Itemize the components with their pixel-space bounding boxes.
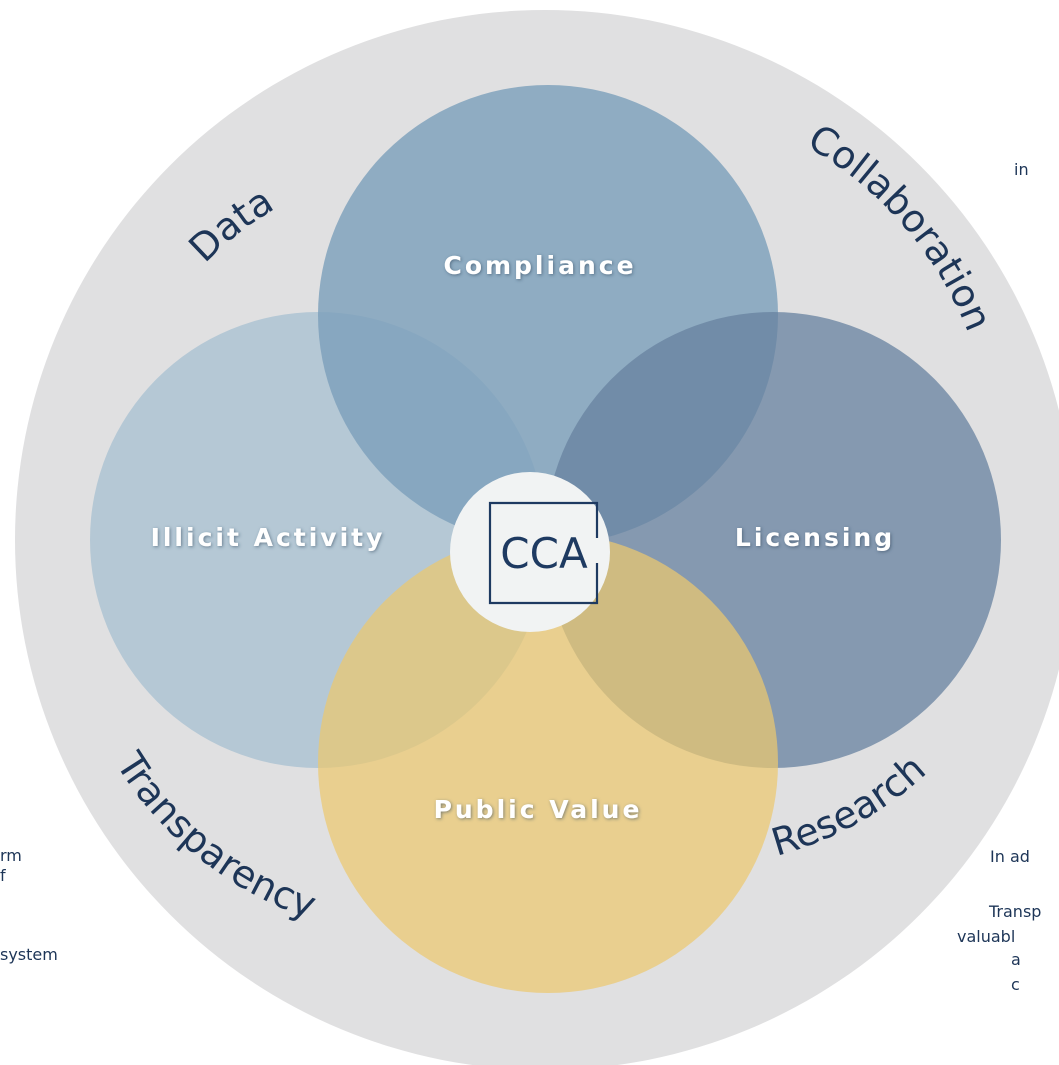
edge-text-fragment: in (1014, 160, 1029, 179)
logo-text: CCA (500, 529, 588, 578)
edge-text-fragment: rm (0, 846, 22, 865)
edge-text-fragment: c (1011, 975, 1020, 994)
public-value-label: Public Value (434, 795, 643, 824)
licensing-label: Licensing (735, 523, 895, 552)
edge-text-fragment: system (0, 945, 58, 964)
edge-text-fragment: Transp (989, 902, 1042, 921)
edge-text-fragment: valuabl (957, 927, 1016, 946)
compliance-label: Compliance (443, 251, 636, 280)
edge-text-fragment: a (1011, 950, 1021, 969)
illicit-activity-label: Illicit Activity (151, 523, 386, 552)
cca-logo: CCA (488, 501, 599, 605)
edge-text-fragment: f (0, 866, 6, 885)
edge-text-fragment: In ad (990, 847, 1030, 866)
public-value-circle (318, 533, 778, 993)
